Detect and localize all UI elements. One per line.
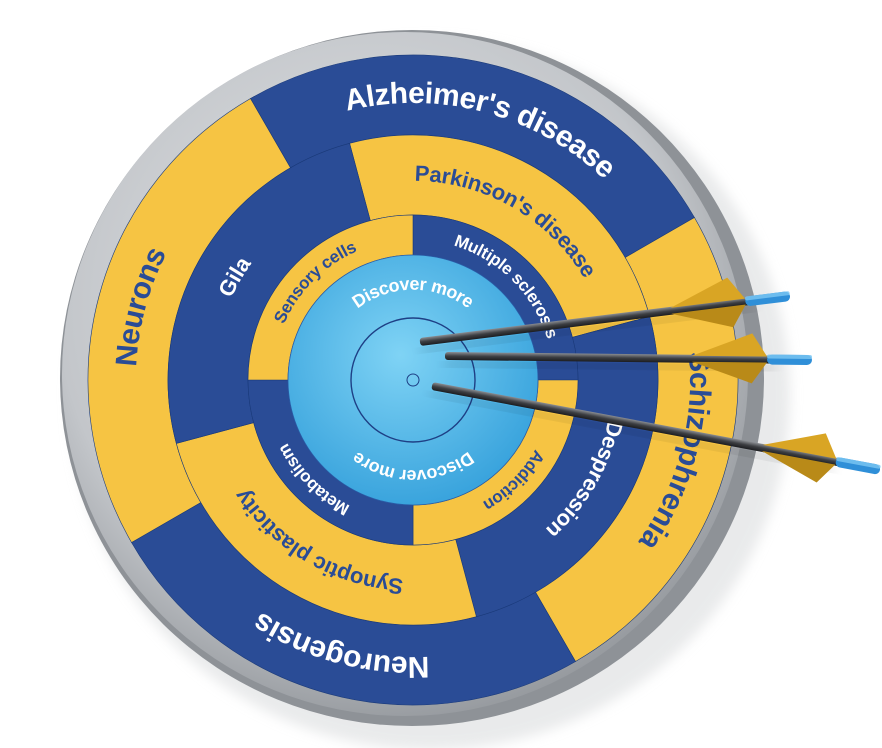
center-disc [287, 254, 539, 506]
bullseye [350, 317, 476, 443]
arrow-3 [429, 382, 881, 483]
arrow-2 [444, 333, 813, 384]
arrow-1 [419, 277, 791, 353]
